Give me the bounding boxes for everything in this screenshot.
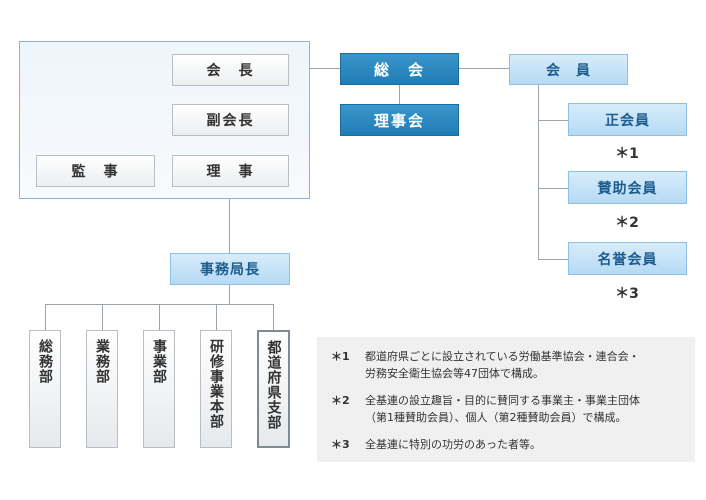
- connector-dept-4: [216, 304, 217, 330]
- dept-prefectural-branches-label: 都道府県支部: [265, 340, 282, 430]
- connector-member-1: [538, 120, 568, 121]
- note-1-line-1: 都道府県ごとに設立されている労働基準協会・連合会・: [365, 350, 640, 363]
- members-box: 会 員: [509, 54, 628, 85]
- connector-general-board-meeting: [399, 85, 400, 105]
- note-2-mark: ＊2: [331, 394, 350, 407]
- note-2-line-1: 全基連の設立趣旨・目的に賛同する事業主・事業主団体: [365, 394, 640, 407]
- dept-general-affairs: 総務部: [29, 330, 61, 448]
- general-meeting-box: 総 会: [340, 53, 459, 85]
- note-3: ＊3 全基連に特別の功労のあった者等。: [331, 436, 541, 453]
- note-2-line-2: （第1種賛助会員）、個人（第2種賛助会員）で構成。: [365, 411, 627, 424]
- connector-member-2: [538, 188, 568, 189]
- note-2: ＊2 全基連の設立趣旨・目的に賛同する事業主・事業主団体 （第1種賛助会員）、個…: [331, 392, 640, 426]
- connector-dept-3: [159, 304, 160, 330]
- note-1-mark: ＊1: [331, 350, 350, 363]
- note-3-mark: ＊3: [331, 438, 350, 451]
- dept-operations-label: 業務部: [94, 339, 110, 384]
- regular-member-note-mark: ＊1: [615, 146, 639, 162]
- dept-training-headquarters-label: 研修事業本部: [208, 339, 224, 429]
- auditor-box: 監 事: [36, 155, 155, 187]
- connector-board-general: [310, 68, 340, 69]
- connector-dept-5: [273, 304, 274, 330]
- dept-general-affairs-label: 総務部: [37, 339, 53, 384]
- dept-business: 事業部: [143, 330, 175, 448]
- connector-secretary-down: [229, 285, 230, 304]
- note-3-line-1: 全基連に特別の功労のあった者等。: [365, 438, 541, 451]
- president-box: 会 長: [172, 54, 289, 86]
- dept-operations: 業務部: [86, 330, 118, 448]
- honorary-member-note-mark: ＊3: [615, 286, 639, 302]
- connector-general-members: [459, 68, 509, 69]
- note-1-line-2: 労務安全衛生協会等47団体で構成。: [365, 367, 544, 380]
- board-meeting-box: 理事会: [340, 104, 459, 136]
- connector-dept-2: [102, 304, 103, 330]
- supporting-member-box: 賛助会員: [568, 171, 687, 204]
- connector-member-3: [538, 259, 568, 260]
- dept-business-label: 事業部: [151, 339, 167, 384]
- supporting-member-note-mark: ＊2: [615, 215, 639, 231]
- director-box: 理 事: [172, 155, 289, 187]
- dept-prefectural-branches: 都道府県支部: [257, 330, 290, 448]
- secretary-general-box: 事務局長: [170, 253, 290, 285]
- honorary-member-box: 名誉会員: [568, 242, 687, 275]
- notes-panel: ＊1 都道府県ごとに設立されている労働基準協会・連合会・ 労務安全衛生協会等47…: [317, 337, 695, 462]
- connector-board-secretary: [229, 199, 230, 253]
- connector-dept-1: [45, 304, 46, 330]
- regular-member-box: 正会員: [568, 103, 687, 136]
- connector-members-trunk: [538, 85, 539, 260]
- note-1: ＊1 都道府県ごとに設立されている労働基準協会・連合会・ 労務安全衛生協会等47…: [331, 348, 640, 382]
- vice-president-box: 副会長: [172, 104, 289, 136]
- dept-training-headquarters: 研修事業本部: [200, 330, 232, 448]
